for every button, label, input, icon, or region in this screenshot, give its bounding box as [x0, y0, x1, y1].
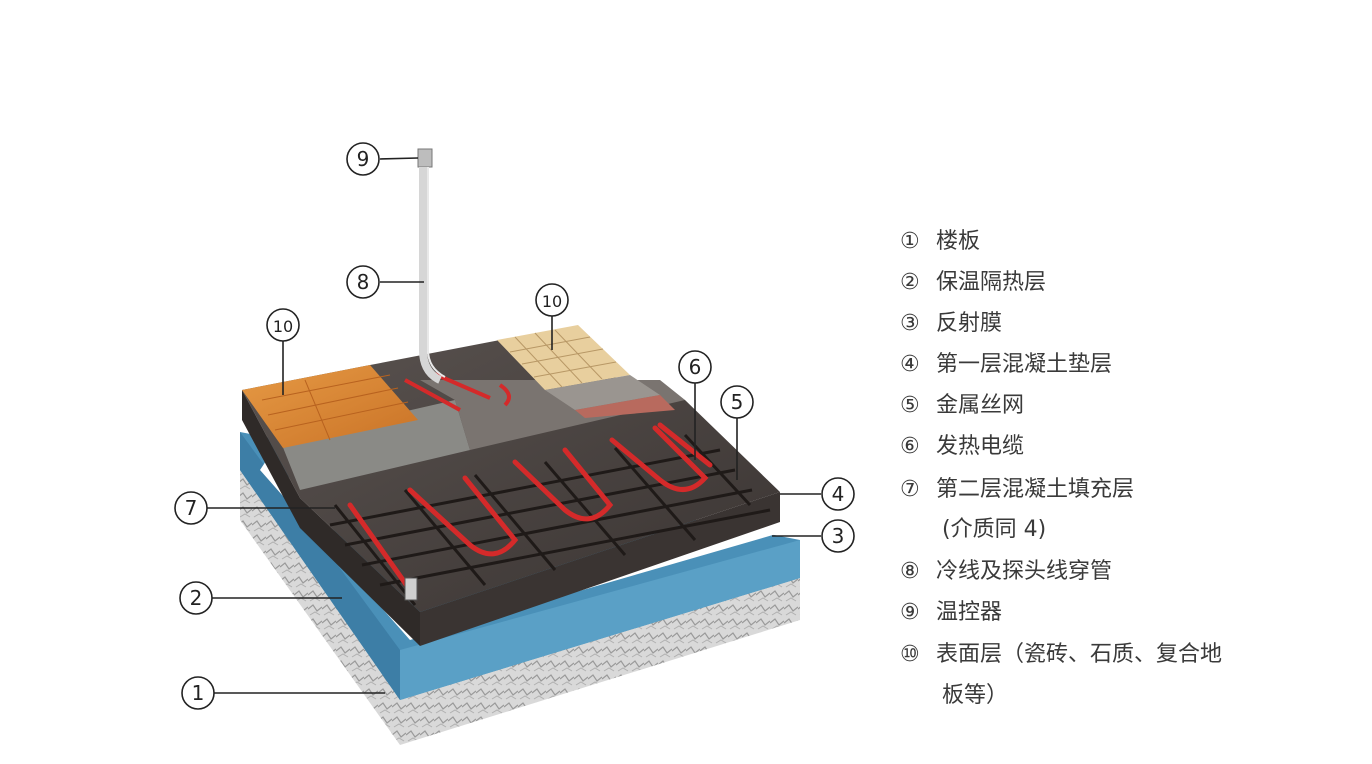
- svg-text:2: 2: [190, 586, 203, 610]
- callout-10-wood: 10: [266, 308, 300, 342]
- legend-text: 楼板: [936, 229, 981, 254]
- svg-text:1: 1: [192, 681, 205, 705]
- legend-item-1: ① 楼板: [900, 222, 980, 262]
- legend-item-8: ⑧ 冷线及探头线穿管: [900, 552, 1112, 592]
- legend-item-6: ⑥ 发热电缆: [900, 427, 1024, 467]
- callout-7: 7: [174, 491, 208, 525]
- callout-lines: [207, 157, 821, 694]
- legend-text: 温控器: [936, 600, 1003, 625]
- legend-text: 发热电缆: [936, 434, 1025, 459]
- svg-text:4: 4: [832, 482, 845, 506]
- legend-item-4: ④ 第一层混凝土垫层: [900, 345, 1112, 385]
- metal-mesh: [329, 433, 771, 606]
- svg-text:3: 3: [832, 524, 845, 548]
- floor-slab: [240, 470, 800, 745]
- callout-9: 9: [346, 142, 380, 176]
- legend-item-7: ⑦ 第二层混凝土填充层: [900, 470, 1134, 510]
- legend-num: ⑤: [900, 393, 920, 418]
- svg-text:9: 9: [357, 147, 370, 171]
- legend-item-10-cont: 板等）: [942, 683, 1009, 708]
- svg-text:7: 7: [185, 496, 198, 520]
- legend-text: 第二层混凝土填充层: [936, 477, 1135, 502]
- legend-text: 冷线及探头线穿管: [936, 559, 1113, 584]
- legend-num: ⑧: [900, 559, 920, 584]
- callout-2: 2: [179, 581, 213, 615]
- callout-8: 8: [346, 265, 380, 299]
- callout-1: 1: [181, 676, 215, 710]
- legend-num: ④: [900, 352, 920, 377]
- legend-item-10: ⑩ 表面层（瓷砖、石质、复合地: [900, 635, 1222, 675]
- callout-3: 3: [821, 519, 855, 553]
- svg-text:6: 6: [689, 355, 702, 379]
- legend-item-9: ⑨ 温控器: [900, 593, 1002, 633]
- svg-text:10: 10: [273, 317, 293, 336]
- conduit-end: [404, 577, 418, 601]
- legend-num: ⑦: [900, 477, 920, 502]
- legend-item-3: ③ 反射膜: [900, 304, 1002, 344]
- callout-10-tile: 10: [535, 283, 569, 317]
- heating-cable: [347, 422, 713, 593]
- legend-text: 金属丝网: [936, 393, 1025, 418]
- legend-num: ⑥: [900, 434, 920, 459]
- legend-num: ③: [900, 311, 920, 336]
- svg-text:5: 5: [731, 390, 744, 414]
- legend-num: ⑨: [900, 600, 920, 625]
- tile-surface: [497, 325, 675, 418]
- legend-text: 第一层混凝土垫层: [936, 352, 1113, 377]
- legend-item-7-cont: (介质同 4): [942, 517, 1047, 542]
- callout-6: 6: [678, 350, 712, 384]
- legend-item-5: ⑤ 金属丝网: [900, 386, 1024, 426]
- callout-circles: 9 8 10 10 6 5 4 3: [174, 142, 855, 710]
- callout-5: 5: [720, 385, 754, 419]
- legend-text: 表面层（瓷砖、石质、复合地: [936, 642, 1223, 667]
- callout-4: 4: [821, 477, 855, 511]
- legend-num: ②: [900, 270, 920, 295]
- svg-text:10: 10: [542, 292, 562, 311]
- wood-surface: [242, 365, 418, 448]
- legend-text: 保温隔热层: [936, 270, 1047, 295]
- legend-num: ①: [900, 229, 920, 254]
- svg-text:8: 8: [357, 270, 370, 294]
- legend-item-2: ② 保温隔热层: [900, 263, 1046, 303]
- legend-num: ⑩: [900, 642, 920, 667]
- legend-text: 反射膜: [936, 311, 1003, 336]
- conduit-pipe: [417, 148, 446, 384]
